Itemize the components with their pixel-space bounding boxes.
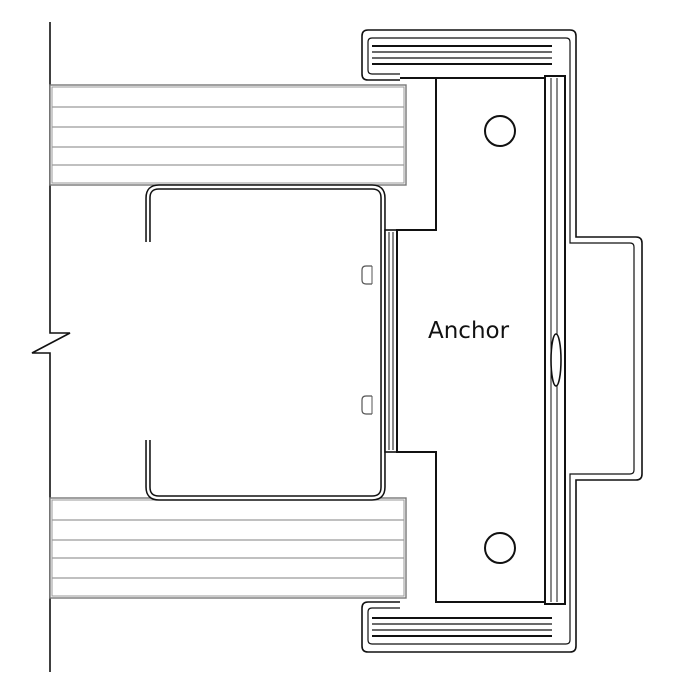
- wall-break-line: [31, 22, 71, 672]
- c-channel-stud: [145, 184, 386, 501]
- bottom-glazing-strips: [372, 617, 552, 637]
- window-frame-outer-profile-inner-top: [367, 37, 400, 75]
- window-frame-outer-profile: [361, 29, 643, 653]
- upper-fastener-hole-icon: [484, 115, 516, 147]
- lower-wood-member: [49, 497, 407, 599]
- lower-fastener-hole-icon: [484, 532, 516, 564]
- window-frame-outer-profile-top-return: [361, 29, 400, 81]
- upper-wood-member: [49, 84, 407, 186]
- slotted-hole-icon: [550, 333, 562, 387]
- top-glazing-strips: [372, 45, 552, 65]
- c-channel-stud-inner: [146, 185, 385, 500]
- anchor-label: Anchor: [428, 318, 510, 344]
- anchor-clip-plate: [384, 229, 398, 453]
- window-frame-outer-profile-inner: [367, 37, 635, 645]
